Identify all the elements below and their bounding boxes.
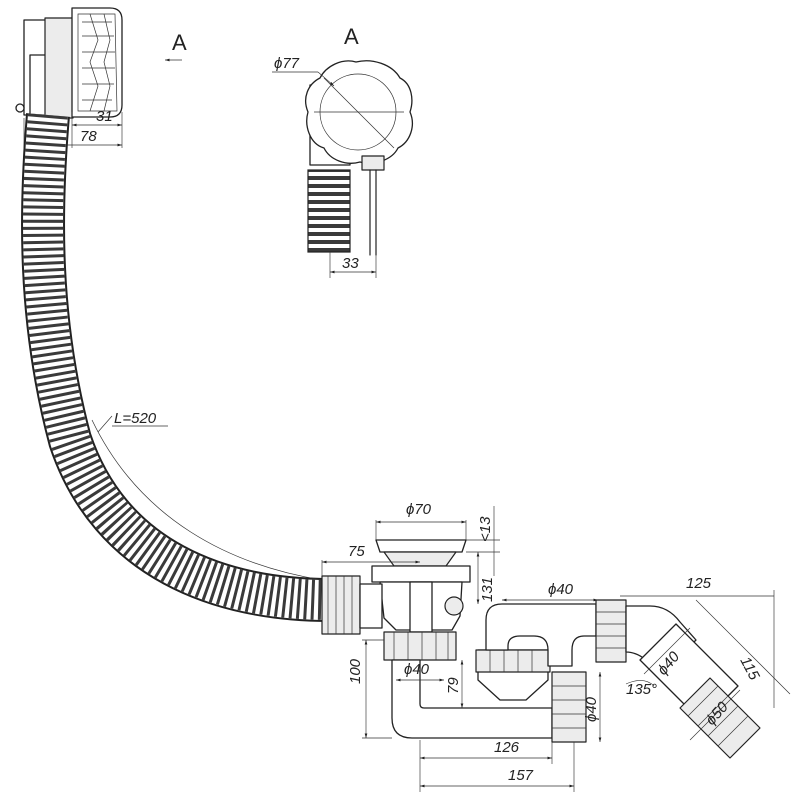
overflow-hose-label: 33 <box>342 255 359 272</box>
section-marker: A <box>165 30 187 62</box>
overflow-head <box>15 7 123 119</box>
overall-width-label: 157 <box>508 767 534 784</box>
elbow <box>639 623 761 759</box>
drain-depth-label: 131 <box>479 577 496 602</box>
drain-plug-diameter-label: ϕ70 <box>406 501 432 518</box>
plug-lift-label: <13 <box>477 516 494 542</box>
siphon-inlet-diameter-label: ϕ40 <box>404 661 430 678</box>
elbow-depth-label: 115 <box>736 654 763 684</box>
siphon-height-label: 100 <box>347 658 364 684</box>
overflow-depth-label: 31 <box>96 108 113 125</box>
elbow-length-label: 125 <box>686 575 712 592</box>
overflow-hose <box>21 113 331 622</box>
section-view-label: A <box>344 24 359 49</box>
section-view-a: A <box>305 24 413 256</box>
branch-pipe <box>485 599 697 677</box>
elbow-angle-label: 135° <box>626 681 657 698</box>
overflow-diameter-label: ϕ77 <box>274 55 300 72</box>
section-view-dimensions: ϕ77 33 <box>272 55 377 278</box>
outlet-diameter-label: ϕ40 <box>583 696 600 722</box>
section-marker-label: A <box>172 30 187 55</box>
drain-dimensions: ϕ70 <13 75 131 ϕ40 125 115 ϕ40 135° ϕ50 <box>321 501 791 792</box>
siphon-trap <box>391 649 587 743</box>
overflow-width-label: 78 <box>80 128 97 145</box>
branch-pipe-diameter-label: ϕ40 <box>548 581 574 598</box>
hose-length-label: L=520 <box>114 410 157 427</box>
hose-length-dimension: L=520 <box>97 410 168 433</box>
trap-width-label: 126 <box>494 739 520 756</box>
siphon-water-seal-label: 79 <box>445 677 462 694</box>
drain-offset-label: 75 <box>348 543 365 560</box>
drain-body <box>321 539 471 661</box>
